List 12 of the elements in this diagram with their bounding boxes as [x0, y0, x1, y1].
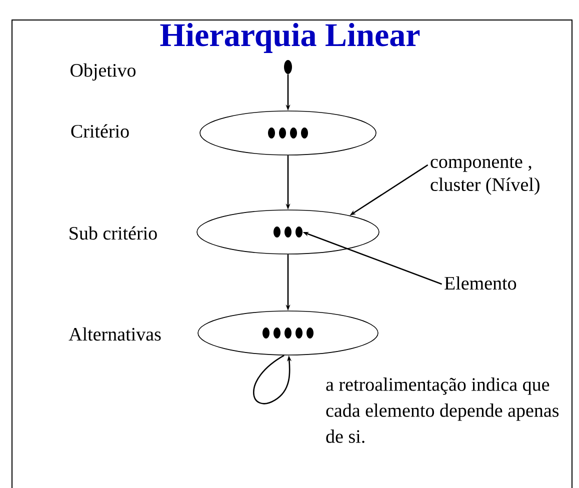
level-label: Sub critério [70, 226, 157, 240]
level-ellipse [200, 110, 376, 156]
level-ellipse [196, 210, 380, 254]
level-label: Alternativas [68, 327, 161, 341]
annotation-text: Elemento [444, 276, 516, 290]
level-ellipse [198, 310, 378, 356]
note-text: a retroalimentação indica que cada elemento depende apenas de si. [326, 378, 559, 443]
title: Hierarquia Linear [160, 23, 420, 53]
level-label: Critério [71, 124, 129, 138]
annotation-text: componente , cluster (Nível) [430, 157, 540, 195]
dot [284, 60, 292, 74]
level-label: Objetivo [70, 63, 136, 81]
